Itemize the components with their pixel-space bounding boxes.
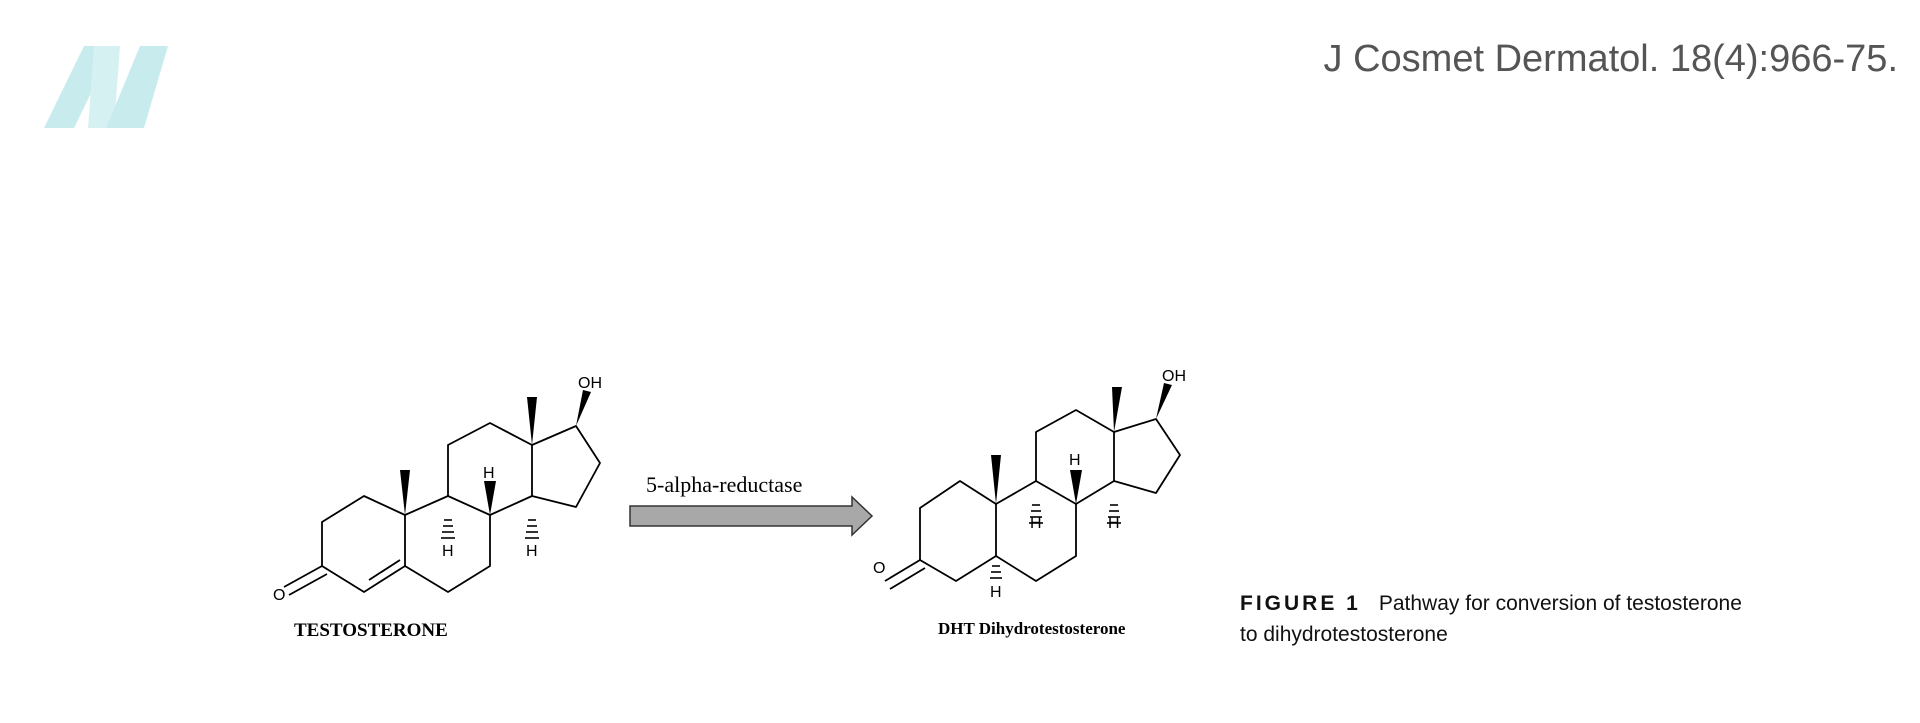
dht-h5-label: H [990, 584, 1002, 601]
dht-label: DHT Dihydrotestosterone [938, 619, 1126, 638]
testosterone-structure [283, 390, 601, 596]
testosterone-label: TESTOSTERONE [294, 620, 448, 641]
journal-logo-icon [44, 46, 168, 128]
dht-o-label: O [873, 560, 885, 577]
dht-h14-label: H [1108, 515, 1120, 532]
testosterone-h9-label: H [442, 543, 454, 560]
testosterone-h8-label: H [483, 465, 495, 482]
enzyme-label: 5-alpha-reductase [646, 472, 802, 497]
testosterone-h14-label: H [526, 543, 538, 560]
dht-structure [884, 383, 1181, 590]
dht-h8-label: H [1069, 452, 1081, 469]
testosterone-o-label: O [273, 587, 285, 604]
citation-text: J Cosmet Dermatol. 18(4):966-75. [1323, 38, 1898, 80]
dht-h9-label: H [1030, 515, 1042, 532]
reaction-arrow [629, 495, 874, 537]
dht-oh-label: OH [1162, 368, 1186, 385]
figure-number: FIGURE 1 [1240, 592, 1361, 615]
caption-text: Pathway for conversion of testosterone t… [1240, 592, 1742, 646]
testosterone-oh-label: OH [578, 375, 602, 392]
